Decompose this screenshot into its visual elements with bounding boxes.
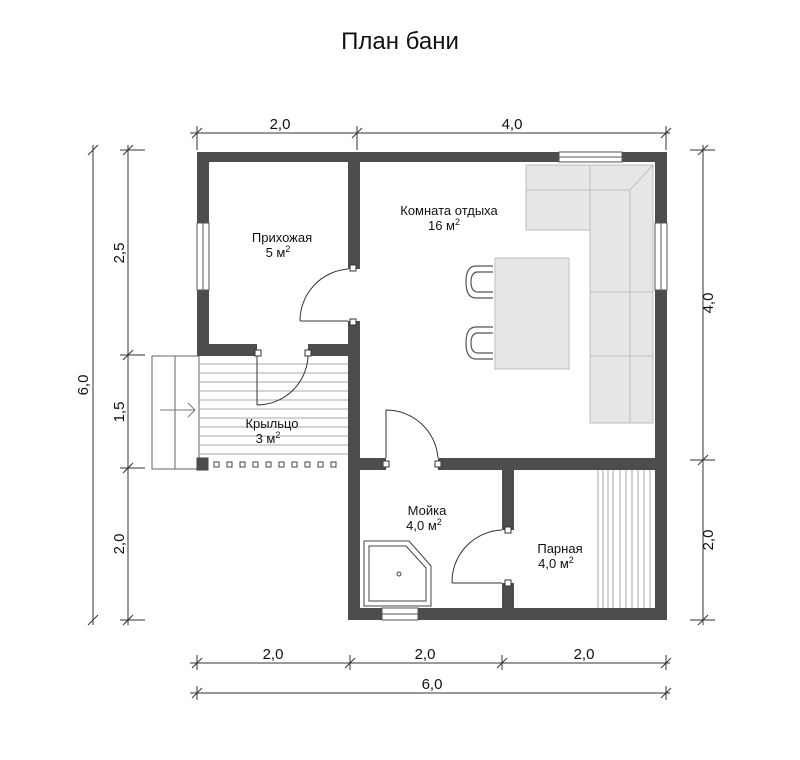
dim-bottom-2: 2,0 [415, 646, 436, 663]
dim-left-1: 2,5 [111, 243, 128, 264]
corner-sofa [525, 164, 654, 424]
hall-area: 5 м2 [266, 244, 291, 260]
wash-area: 4,0 м2 [406, 517, 442, 533]
walls [197, 152, 667, 620]
dim-top-left: 2,0 [270, 116, 291, 133]
porch-railing [196, 457, 337, 471]
dim-bottom-total: 6,0 [422, 676, 443, 693]
chairs [465, 265, 493, 360]
porch-steps [151, 355, 200, 470]
dim-bottom-1: 2,0 [263, 646, 284, 663]
porch-area: 3 м2 [256, 430, 281, 446]
steam-benches [597, 470, 651, 610]
dim-right-1: 4,0 [700, 293, 717, 314]
dim-left-2: 1,5 [111, 402, 128, 423]
dim-top-right: 4,0 [502, 116, 523, 133]
dim-left-3: 2,0 [111, 534, 128, 555]
dim-right-2: 2,0 [700, 530, 717, 551]
door-jambs [254, 264, 512, 587]
lounge-area: 16 м2 [428, 217, 460, 233]
steam-name: Парная [537, 541, 582, 556]
doors [256, 268, 503, 584]
shower-tray [363, 540, 432, 607]
porch-deck [199, 363, 348, 455]
steam-area: 4,0 м2 [538, 555, 574, 571]
dim-left-total: 6,0 [75, 375, 92, 396]
plan-title: План бани [341, 28, 459, 55]
dim-bottom-3: 2,0 [574, 646, 595, 663]
porch-name: Крыльцо [245, 416, 298, 431]
hall-name: Прихожая [252, 230, 312, 245]
dimension-lines [87, 126, 715, 700]
table [494, 257, 570, 370]
windows [196, 151, 668, 621]
lounge-name: Комната отдыха [400, 203, 498, 218]
wash-name: Мойка [408, 503, 447, 518]
